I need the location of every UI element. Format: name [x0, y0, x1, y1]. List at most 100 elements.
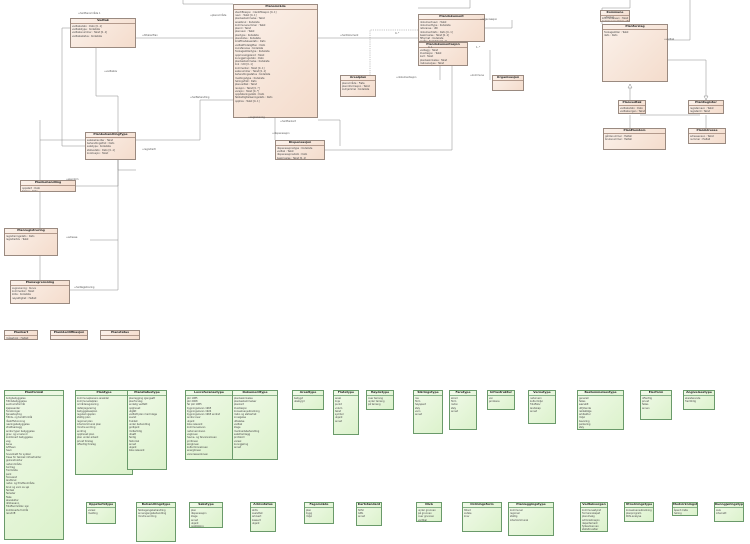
class-name: Plandokumentasjon	[419, 43, 467, 49]
class-attribute: ras	[415, 396, 419, 400]
class-name: Dispensasjon	[276, 141, 324, 147]
class-attribute: risikoanalyse : Tekst	[420, 61, 444, 65]
class-attribute: radon	[451, 403, 458, 407]
association-label: 0..*	[395, 32, 400, 35]
class-attribute: grønnstruktur	[6, 459, 23, 463]
class-attribute: annengangsbehandling	[138, 511, 167, 515]
class-attribute: kommuneplanens arealdel	[77, 396, 109, 400]
class-box[interactable]: Planidentifikasjon	[50, 330, 88, 340]
class-attribute: friområde	[6, 469, 18, 473]
class-attribute: informasjon	[674, 515, 696, 516]
class-attribute: statlig plan	[77, 416, 91, 420]
class-box[interactable]: Organisasjon	[492, 75, 524, 91]
class-attribute: ikrafttredelsesdato : Dato	[235, 40, 266, 44]
class-attribute: vedtaksorgan : Tekst	[620, 109, 645, 113]
class-attribute: privat	[642, 399, 649, 403]
class-attribute: særskilt	[579, 403, 589, 407]
class-box[interactable]: Planstatus	[100, 330, 140, 340]
class-attribute: miljø	[579, 416, 585, 420]
class-attribute: plantype : Kodeliste	[235, 33, 259, 37]
class-attribute: ikke relevant	[129, 449, 145, 453]
class-attribute: gårdsnummer : Heltall	[605, 134, 632, 138]
class-attribute: bruksnummer : Heltall	[605, 137, 632, 141]
class-attribute: planlegging igangsatt	[129, 396, 156, 400]
class-attribute: høyspent	[415, 403, 427, 407]
class-attribute: adressenavn : Tekst	[690, 134, 714, 138]
association-label: +harDokument	[340, 34, 359, 37]
class-attribute: planinformasjon : Tekst	[342, 84, 370, 88]
class-attribute: detaljregulering	[77, 406, 96, 410]
class-attribute: farleder	[6, 492, 16, 496]
class-attribute: saksbehandler : Tekst	[87, 138, 113, 142]
link-dok-right	[485, 20, 513, 29]
link-plan-right	[318, 119, 341, 146]
class-box[interactable]: Medvirkningstypeåpent møtehøringinformas…	[672, 502, 698, 516]
class-attribute: tilbud	[464, 508, 471, 512]
class-attribute: jordloven	[187, 439, 199, 443]
class-attribute: klage	[191, 515, 198, 519]
class-attribute: behandlingsstatus : Kodeliste	[235, 73, 271, 77]
association-label: +vedtak	[664, 38, 675, 41]
class-attribute: råstoffutvinning	[6, 419, 25, 423]
class-attribute: fiske	[6, 495, 12, 499]
class-attribute: bevaring	[579, 419, 590, 423]
class-attribute: vedtakstype : Kodeliste	[72, 27, 100, 31]
class-attribute: utsatt	[129, 432, 137, 436]
class-attribute: ukjent	[335, 416, 343, 420]
class-attribute: saksnummer : Tekst [0..1]	[235, 70, 267, 74]
class-name: Vernetype	[529, 391, 555, 397]
class-attribute: naturområde	[6, 462, 22, 466]
class-attribute: vedlegg : Tekst	[420, 48, 438, 52]
class-attribute: planområde : Flate	[342, 81, 365, 85]
association-label: +harRegistrering	[74, 286, 95, 289]
